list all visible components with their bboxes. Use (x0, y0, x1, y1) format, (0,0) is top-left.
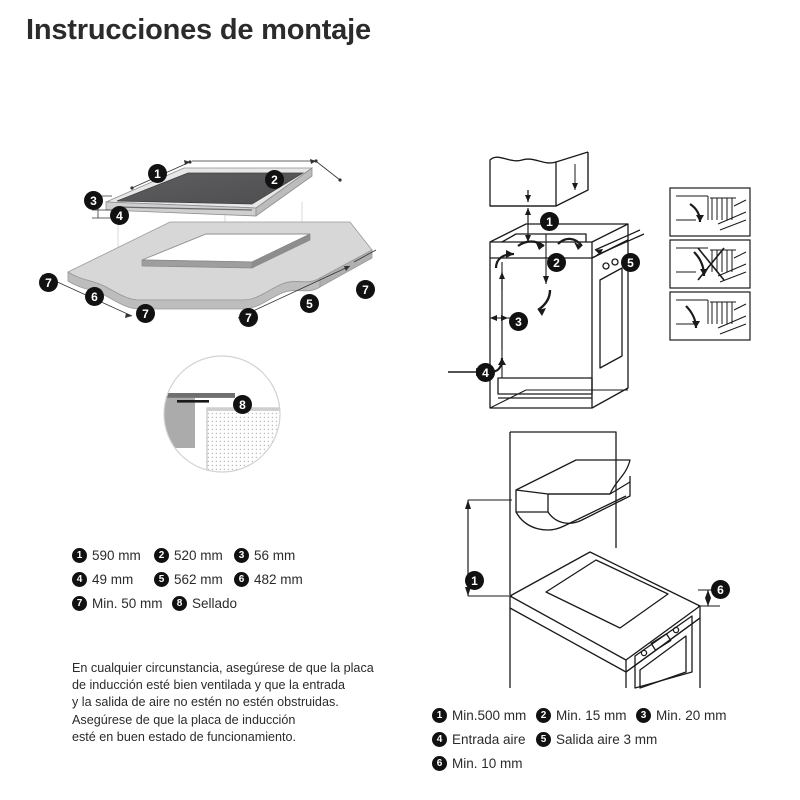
badge-5: 5 (154, 572, 169, 587)
legend-item-r4: 4 Entrada aire (432, 732, 536, 747)
legend-label-4: 49 mm (92, 572, 134, 587)
badge-3: 3 (234, 548, 249, 563)
badge-r5: 5 (536, 732, 551, 747)
callout-exploded-7-front-left: 7 (136, 304, 155, 323)
callout-exploded-7-front-right: 7 (239, 308, 258, 327)
page-title: Instrucciones de montaje (26, 14, 371, 46)
ventilation-note: En cualquier circunstancia, asegúrese de… (72, 660, 402, 746)
badge-7: 7 (72, 596, 87, 611)
legend-item-r6: 6 Min. 10 mm (432, 756, 523, 771)
vent-panel-1 (669, 187, 751, 237)
hood-over-hob-elevation (430, 420, 730, 690)
legend-label-r1: Min.500 mm (452, 708, 527, 723)
legend-item-r3: 3 Min. 20 mm (636, 708, 727, 723)
callout-cabinet-2: 2 (547, 253, 566, 272)
legend-label-r4: Entrada aire (452, 732, 526, 747)
legend-label-r3: Min. 20 mm (656, 708, 727, 723)
legend-item-5: 5 562 mm (154, 572, 234, 587)
legend-item-7: 7 Min. 50 mm (72, 596, 172, 611)
legend-label-6: 482 mm (254, 572, 303, 587)
vent-panel-2 (669, 239, 751, 289)
legend-label-r5: Salida aire 3 mm (556, 732, 658, 747)
legend-item-8: 8 Sellado (172, 596, 237, 611)
badge-r3: 3 (636, 708, 651, 723)
countertop-slab (67, 221, 373, 310)
note-line-1: En cualquier circunstancia, asegúrese de… (72, 661, 374, 675)
legend-label-5: 562 mm (174, 572, 223, 587)
note-line-3: y la salida de aire no estén no estén ob… (72, 695, 339, 710)
badge-r1: 1 (432, 708, 447, 723)
edge-seal-detail (155, 352, 295, 482)
legend-label-7: Min. 50 mm (92, 596, 163, 611)
callout-cabinet-3: 3 (509, 312, 528, 331)
badge-6: 6 (234, 572, 249, 587)
vent-panel-3 (669, 291, 751, 341)
callout-exploded-4: 4 (110, 206, 129, 225)
legend-label-8: Sellado (192, 596, 238, 611)
induction-hob-plate (105, 167, 314, 217)
legend-item-r5: 5 Salida aire 3 mm (536, 732, 657, 747)
callout-exploded-1: 1 (148, 164, 167, 183)
legend-item-r2: 2 Min. 15 mm (536, 708, 636, 723)
legend-item-4: 4 49 mm (72, 572, 154, 587)
callout-exploded-5: 5 (300, 294, 319, 313)
legend-row: 1 590 mm 2 520 mm 3 56 mm (72, 548, 303, 563)
callout-cabinet-4: 4 (476, 363, 495, 382)
legend-item-r1: 1 Min.500 mm (432, 708, 536, 723)
legend-item-3: 3 56 mm (234, 548, 295, 563)
badge-8: 8 (172, 596, 187, 611)
callout-exploded-7-right: 7 (356, 280, 375, 299)
exploded-hob-countertop-view (20, 150, 400, 350)
legend-label-2: 520 mm (174, 548, 223, 563)
callout-exploded-2: 2 (265, 170, 284, 189)
callout-hood-6: 6 (711, 580, 730, 599)
legend-label-1: 590 mm (92, 548, 141, 563)
badge-2: 2 (154, 548, 169, 563)
badge-4: 4 (72, 572, 87, 587)
legend-item-2: 2 520 mm (154, 548, 234, 563)
legend-row: 4 Entrada aire 5 Salida aire 3 mm (432, 732, 727, 747)
callout-exploded-7-left: 7 (39, 273, 58, 292)
callout-exploded-6: 6 (85, 287, 104, 306)
clearance-legend: 1 Min.500 mm 2 Min. 15 mm 3 Min. 20 mm 4… (432, 708, 727, 780)
badge-r4: 4 (432, 732, 447, 747)
callout-exploded-3: 3 (84, 191, 103, 210)
legend-label-r2: Min. 15 mm (556, 708, 627, 723)
callout-cabinet-1: 1 (540, 212, 559, 231)
note-line-4: Asegúrese de que la placa de inducción (72, 712, 296, 727)
legend-row: 1 Min.500 mm 2 Min. 15 mm 3 Min. 20 mm (432, 708, 727, 723)
legend-row: 6 Min. 10 mm (432, 756, 727, 771)
legend-label-r6: Min. 10 mm (452, 756, 523, 771)
legend-item-6: 6 482 mm (234, 572, 303, 587)
legend-item-1: 1 590 mm (72, 548, 154, 563)
badge-r6: 6 (432, 756, 447, 771)
callout-cabinet-5: 5 (621, 253, 640, 272)
note-line-2: de inducción esté bien ventilada y que l… (72, 678, 346, 693)
cabinet-ventilation-section (440, 150, 680, 420)
legend-row: 4 49 mm 5 562 mm 6 482 mm (72, 572, 303, 587)
note-line-5: esté en buen estado de funcionamiento. (72, 729, 297, 744)
badge-r2: 2 (536, 708, 551, 723)
legend-label-3: 56 mm (254, 548, 296, 563)
hob-cutout-dimensions-legend: 1 590 mm 2 520 mm 3 56 mm 4 49 mm 5 562 … (72, 548, 303, 620)
callout-hood-1: 1 (465, 571, 484, 590)
legend-row: 7 Min. 50 mm 8 Sellado (72, 596, 303, 611)
badge-1: 1 (72, 548, 87, 563)
callout-detail-8: 8 (233, 395, 252, 414)
vent-grille-options (668, 186, 760, 346)
